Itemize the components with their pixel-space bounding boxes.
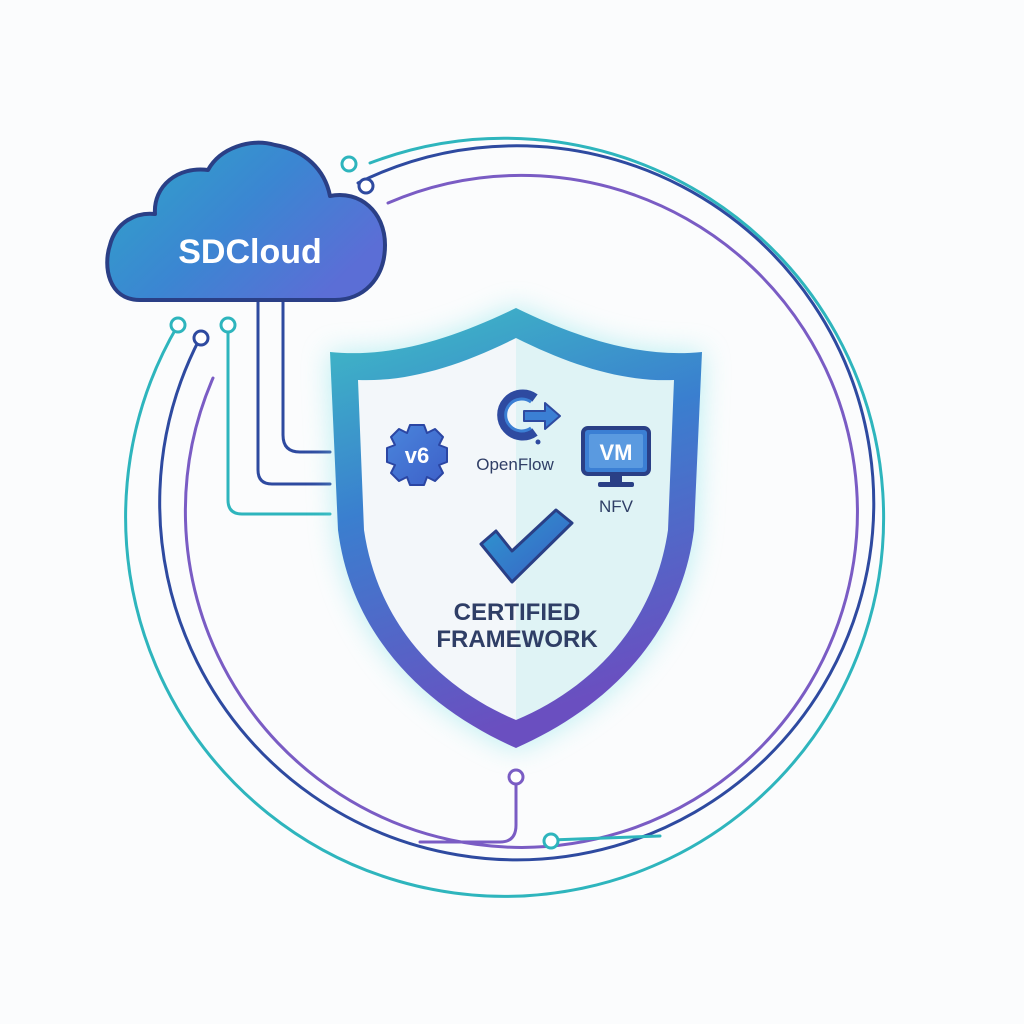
openflow-ring-inner — [504, 397, 532, 433]
orbit-ring-middle — [158, 144, 876, 862]
orbit-connector-bottom — [418, 775, 518, 844]
monitor-screen-inner — [589, 434, 643, 468]
shield-icon — [330, 308, 702, 748]
shield-inner-left — [358, 338, 516, 720]
vm-label: VM — [600, 440, 633, 465]
connection-nodes — [169, 155, 560, 850]
node-dot — [340, 155, 358, 173]
openflow-ring — [497, 389, 538, 441]
checkmark-icon — [479, 508, 574, 584]
node-dot — [192, 329, 210, 347]
cloud-label: SDCloud — [178, 233, 322, 271]
openflow-dot — [535, 439, 541, 445]
connector-line-3 — [226, 328, 332, 516]
monitor-icon: VM NFV — [581, 426, 651, 516]
cloud-shape — [105, 140, 387, 302]
openflow-label: OpenFlow — [476, 455, 554, 474]
node-dot — [507, 768, 525, 786]
openflow-icon: OpenFlow — [476, 389, 561, 474]
gear-icon: v6 — [386, 424, 448, 486]
orbit-ring-inner — [183, 173, 859, 849]
gear-shape — [386, 424, 448, 486]
connector-line-2 — [256, 298, 332, 486]
monitor-base — [598, 482, 634, 487]
nfv-label: NFV — [599, 497, 634, 516]
framework-label: FRAMEWORK — [436, 626, 598, 653]
cloud-shield-connectors — [226, 298, 332, 516]
connector-line-1 — [281, 298, 332, 454]
node-dot — [169, 316, 187, 334]
orbit-connector-bottom-right — [549, 834, 662, 842]
ipv6-label: v6 — [405, 443, 429, 468]
orbit-ring-outer — [124, 136, 886, 898]
node-dot — [219, 316, 237, 334]
monitor-stand — [610, 474, 622, 482]
certified-label: CERTIFIED — [454, 599, 581, 626]
node-dot — [357, 177, 375, 195]
node-dot — [542, 832, 560, 850]
openflow-arrow — [523, 402, 561, 430]
orbit-rings — [124, 136, 886, 898]
cloud-icon: SDCloud — [105, 140, 387, 302]
